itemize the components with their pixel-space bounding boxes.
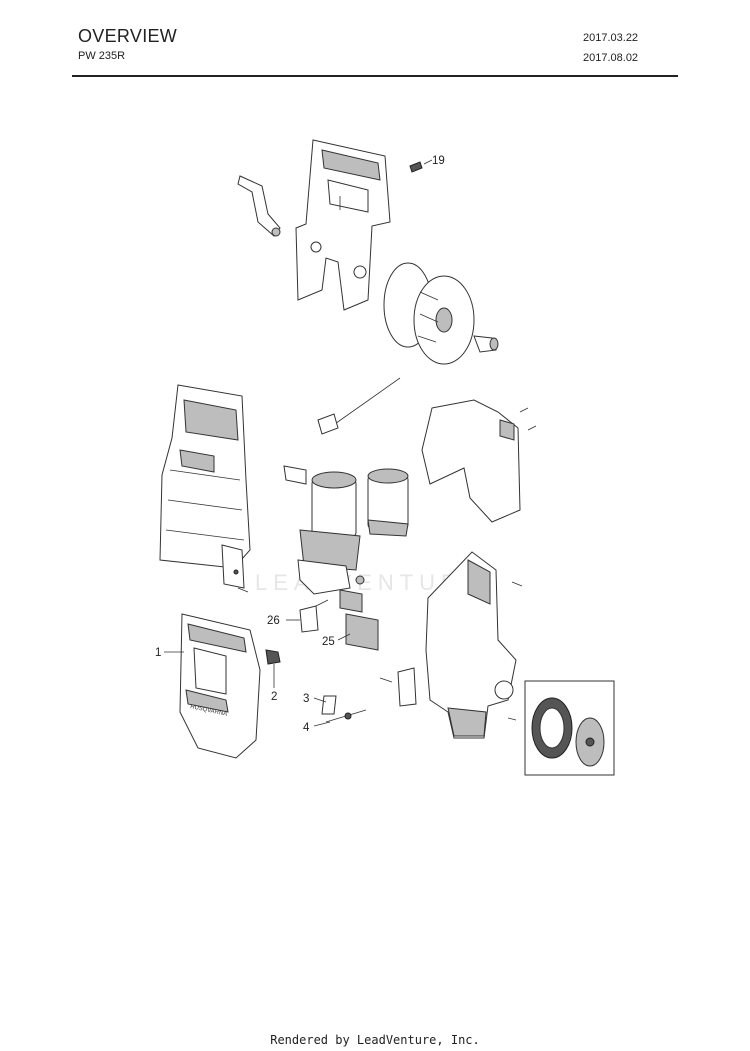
base-bracket[interactable] [397,667,417,707]
footer-credit: Rendered by LeadVenture, Inc. [270,1033,480,1047]
reel-cap[interactable] [473,335,499,353]
motor-left[interactable] [299,471,361,571]
crank-handle[interactable] [237,175,281,237]
callout-25: 25 [322,636,335,648]
handle-frame[interactable] [295,139,391,311]
clip-part-3[interactable] [321,695,337,715]
pump-unit[interactable] [297,559,365,595]
screw[interactable] [519,407,529,413]
bracket-plate[interactable] [221,544,245,589]
bracket-part[interactable] [299,599,329,633]
callout-26: 26 [267,615,280,627]
leader-lines [164,159,433,727]
screw[interactable] [511,581,523,587]
callout-4: 4 [303,722,310,734]
callout-2: 2 [271,691,277,703]
right-housing-cover[interactable] [421,399,521,523]
screw[interactable] [379,677,393,683]
screw[interactable] [507,717,517,721]
callout-19: 19 [432,155,445,167]
main-body-base[interactable] [425,551,517,739]
spring-part-4[interactable] [325,709,367,723]
callout-3: 3 [303,693,309,705]
callout-1: 1 [155,647,161,659]
screw[interactable] [237,587,249,593]
motor-right[interactable] [367,468,409,537]
model-number: PW 235R [78,50,126,62]
hose-reel[interactable] [383,262,475,365]
front-cover[interactable] [179,613,261,759]
wheel[interactable] [531,697,605,767]
left-housing-half[interactable] [159,384,251,569]
power-cord[interactable] [317,377,401,435]
knob-part[interactable] [265,649,281,665]
switch-assembly[interactable] [283,465,307,485]
page-title: OVERVIEW [78,26,178,46]
header-divider [72,75,678,77]
date-revised: 2017.08.02 [583,52,639,64]
screw[interactable] [527,425,537,431]
circuit-board[interactable] [339,589,379,651]
clip-part[interactable] [409,161,423,173]
date-created: 2017.03.22 [583,32,639,44]
